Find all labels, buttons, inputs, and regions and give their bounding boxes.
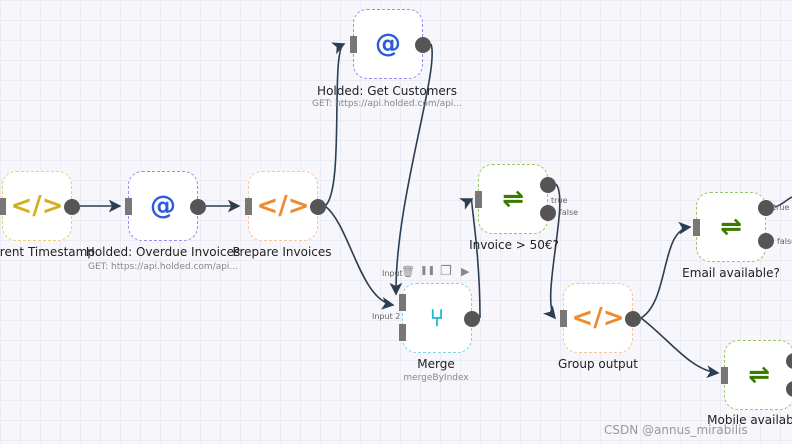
node-subtitle: mergeByIndex [403,373,469,383]
node-merge[interactable]: ⑂ [399,283,480,353]
at-icon: @ [150,191,176,221]
wire [774,196,792,208]
input-handle[interactable] [245,197,252,215]
true-label: true [773,203,790,212]
wire [389,43,433,296]
wire [542,183,561,320]
node-get-customers[interactable]: @ [350,9,431,79]
output-true-handle[interactable] [786,353,792,369]
input-handle[interactable] [721,367,728,384]
output-true-handle[interactable] [758,200,774,216]
node-label: Holded: Get Customers [317,84,457,98]
input-handle[interactable] [475,191,482,208]
input-handle[interactable] [560,310,567,327]
output-true-handle[interactable] [540,177,556,193]
output-false-handle[interactable] [540,205,556,221]
node-group-output[interactable]: </> [560,283,641,353]
input-handle[interactable] [693,219,700,236]
duplicate-icon[interactable]: ❐ [440,264,452,279]
node-label: Group output [558,357,638,371]
output-handle[interactable] [64,199,80,215]
output-false-handle[interactable] [758,233,774,249]
output-handle[interactable] [310,199,326,215]
node-email-available[interactable]: ⇌ [693,192,774,262]
wire [459,198,481,319]
signpost-icon: ⇌ [502,184,524,214]
input-handle[interactable] [0,197,6,215]
code-icon: </> [10,191,64,221]
output-handle[interactable] [625,311,641,327]
wire [640,221,692,319]
input-label: Input [382,269,403,278]
output-handle[interactable] [464,311,480,327]
node-label: Prepare Invoices [232,245,332,259]
input-handle[interactable] [350,35,357,53]
node-label: Holded: Overdue Invoices [85,245,241,259]
pause-icon[interactable]: ❚❚ [420,266,436,276]
trash-icon[interactable]: 🗑 [401,265,415,278]
node-label: Current Timestamp [0,245,95,259]
node-label: Invoice > 50€? [469,238,559,252]
signpost-icon: ⇌ [748,360,770,390]
node-subtitle: GET: https://api.holded.com/api... [311,99,463,109]
code-icon: </> [256,191,310,221]
at-icon: @ [375,29,401,59]
output-handle[interactable] [415,37,431,53]
wire [324,205,395,310]
watermark: CSDN @annus_mirabilis [604,423,748,437]
false-label: false [777,237,792,246]
input-handle[interactable] [399,324,406,341]
node-subtitle: GET: https://api.holded.com/api... [87,262,239,272]
node-label: Mobile available? [707,413,792,427]
play-icon[interactable]: ▶ [461,265,470,278]
input-handle[interactable] [125,197,132,215]
wire [640,317,720,379]
input-handle[interactable] [399,294,406,311]
node-prepare-invoices[interactable]: </> [245,171,326,241]
node-overdue-invoices[interactable]: @ [125,171,206,241]
input-label: Input 2 [372,312,401,321]
signpost-icon: ⇌ [720,212,742,242]
node-label: Merge [417,357,455,371]
node-invoice-gt-50[interactable]: ⇌ [475,164,556,234]
true-label: true [551,196,568,205]
merge-icon: ⑂ [429,304,445,332]
wire [324,42,346,207]
output-handle[interactable] [190,199,206,215]
node-current-timestamp[interactable]: </> [0,171,80,241]
node-label: Email available? [682,266,780,280]
code-icon: </> [571,303,625,333]
output-false-handle[interactable] [786,381,792,397]
node-mobile-available[interactable]: ⇌ [721,340,792,410]
false-label: false [559,208,579,217]
